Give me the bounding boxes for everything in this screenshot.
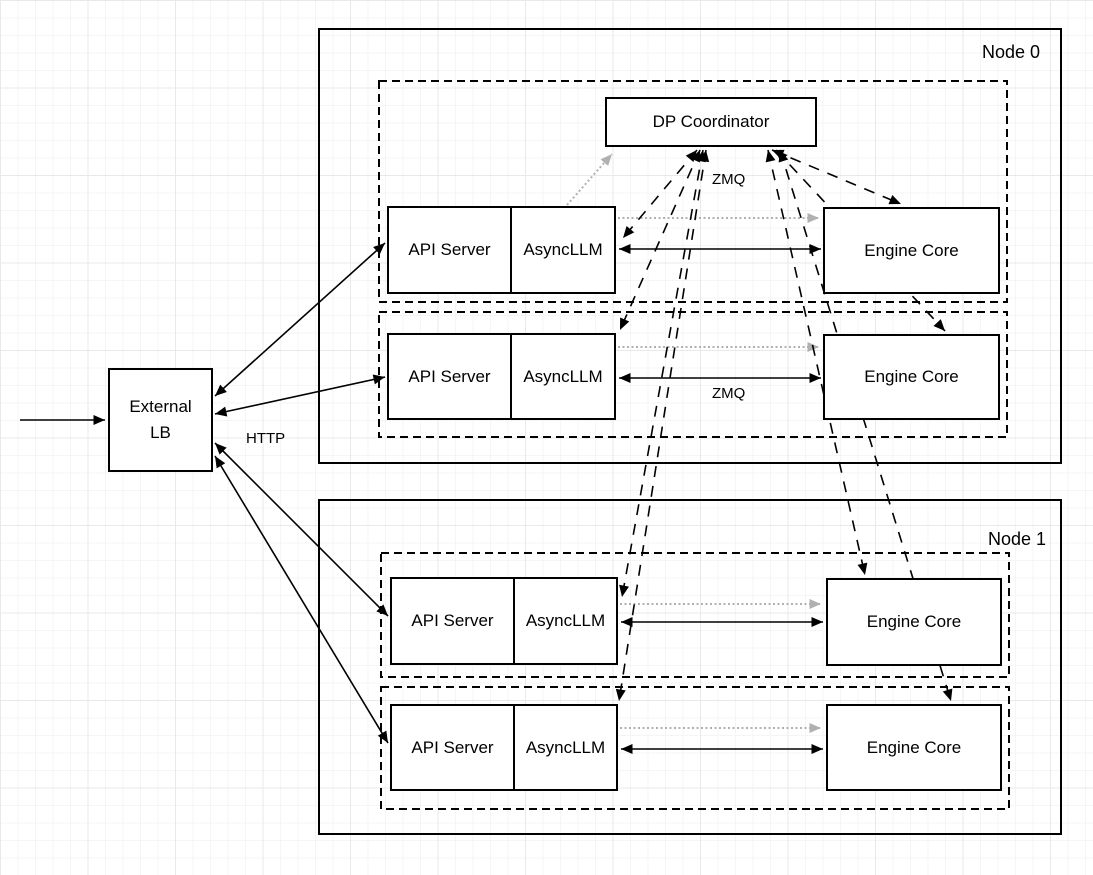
node1-row1-frontend-box: API Server AsyncLLM — [390, 577, 618, 665]
asyncllm-label: AsyncLLM — [525, 611, 606, 630]
dp-coordinator-box: DP Coordinator — [605, 97, 817, 147]
external-lb-label-line2: LB — [150, 423, 171, 442]
engine-core-label: Engine Core — [864, 240, 959, 260]
node0-title: Node 0 — [981, 42, 1040, 62]
node0-row1-asyncllm: AsyncLLM — [512, 208, 614, 292]
node0-row1-frontend-box: API Server AsyncLLM — [387, 206, 616, 294]
engine-core-label: Engine Core — [866, 612, 962, 631]
node0-row2-frontend-box: API Server AsyncLLM — [387, 333, 616, 420]
solid-lb-api-n1r2 — [214, 455, 389, 744]
http-edge-label: HTTP — [246, 430, 286, 447]
node1-row1-engine-core-box: Engine Core — [826, 578, 1002, 666]
asyncllm-label: AsyncLLM — [523, 366, 603, 386]
api-server-label: API Server — [408, 240, 491, 259]
node0-frame: Node 0 — [318, 28, 1062, 464]
api-server-label: API Server — [411, 611, 494, 630]
node0-row1-engine-core-box: Engine Core — [823, 207, 1000, 294]
node1-row2-api-server: API Server — [392, 706, 515, 789]
node1-frame: Node 1 — [318, 499, 1062, 835]
engine-core-label: Engine Core — [864, 367, 959, 386]
api-server-label: API Server — [408, 366, 491, 386]
node1-row2-asyncllm: AsyncLLM — [515, 706, 616, 789]
node1-title: Node 1 — [987, 529, 1046, 549]
node0-row2-api-server: API Server — [389, 335, 512, 418]
external-lb-box: External LB — [108, 368, 213, 472]
api-server-label: API Server — [411, 737, 494, 757]
asyncllm-label: AsyncLLM — [523, 240, 603, 259]
zmq-row-edge-label: ZMQ — [712, 385, 746, 402]
asyncllm-label: AsyncLLM — [525, 737, 606, 757]
node0-row1-api-server: API Server — [389, 208, 512, 292]
node0-row2-engine-core-box: Engine Core — [823, 334, 1000, 420]
solid-lb-api-n0r2 — [214, 374, 386, 417]
dp-coordinator-label: DP Coordinator — [652, 112, 770, 131]
node1-row2-engine-core-box: Engine Core — [826, 704, 1002, 791]
solid-lb-api-n0r1 — [214, 242, 386, 397]
node1-row1-asyncllm: AsyncLLM — [515, 579, 616, 663]
node0-row2-asyncllm: AsyncLLM — [512, 335, 614, 418]
node1-row2-frontend-box: API Server AsyncLLM — [390, 704, 618, 791]
external-lb-label-line1: External — [129, 397, 192, 416]
engine-core-label: Engine Core — [866, 737, 962, 757]
zmq-coordinator-edge-label: ZMQ — [712, 171, 746, 188]
dashed-dp-asyncllm-n1r2 — [615, 149, 710, 702]
node1-row1-api-server: API Server — [392, 579, 515, 663]
